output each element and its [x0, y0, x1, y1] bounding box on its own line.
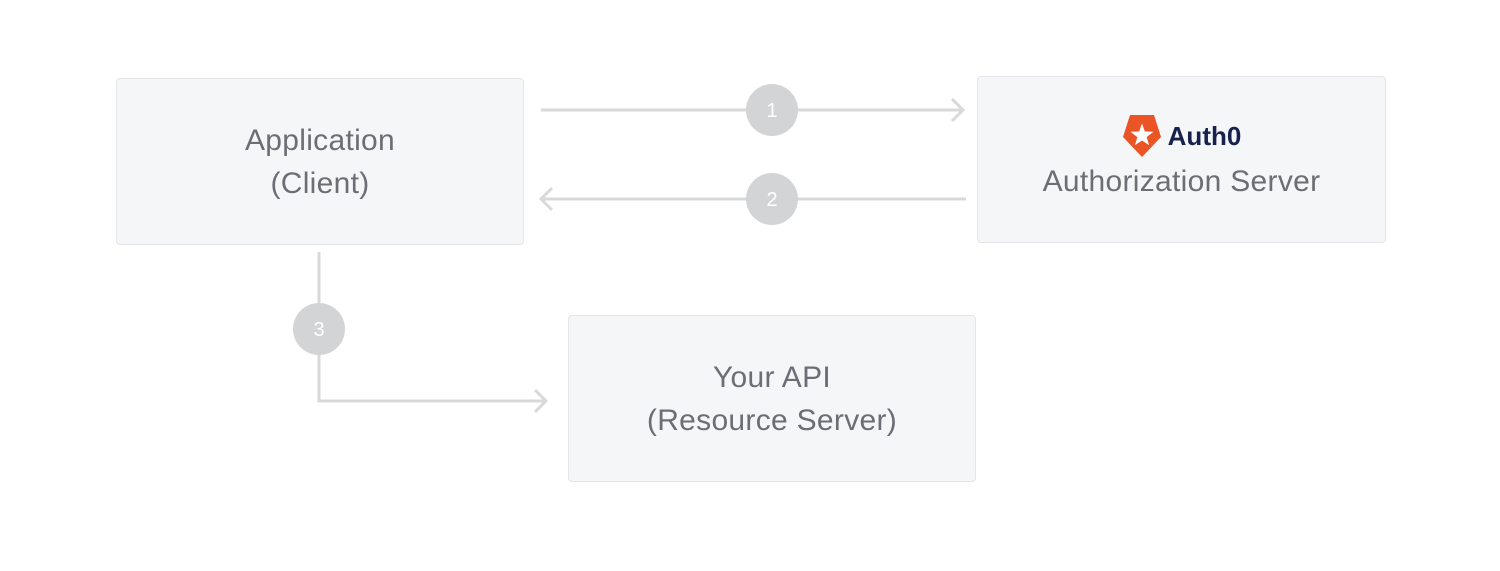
authorization-server-box: Auth0 Authorization Server [977, 76, 1386, 243]
arrow-step-3 [317, 252, 549, 414]
auth0-shield-icon [1122, 115, 1161, 157]
step-3-number: 3 [313, 319, 324, 341]
step-1-badge: 1 [746, 84, 798, 136]
api-title: Your API [712, 360, 832, 394]
api-subtitle: (Resource Server) [646, 403, 898, 437]
step-2-badge: 2 [746, 173, 798, 225]
authorization-server-label: Authorization Server [1042, 165, 1321, 198]
application-subtitle: (Client) [270, 166, 370, 200]
step-2-number: 2 [766, 189, 777, 211]
application-title: Application [244, 123, 396, 157]
auth0-brand: Auth0 [1122, 112, 1242, 160]
step-3-badge: 3 [293, 303, 345, 355]
resource-server-box: Your API (Resource Server) [568, 315, 976, 482]
step-1-number: 1 [766, 100, 777, 122]
auth0-wordmark: Auth0 [1167, 120, 1242, 151]
application-client-box: Application (Client) [116, 78, 524, 245]
